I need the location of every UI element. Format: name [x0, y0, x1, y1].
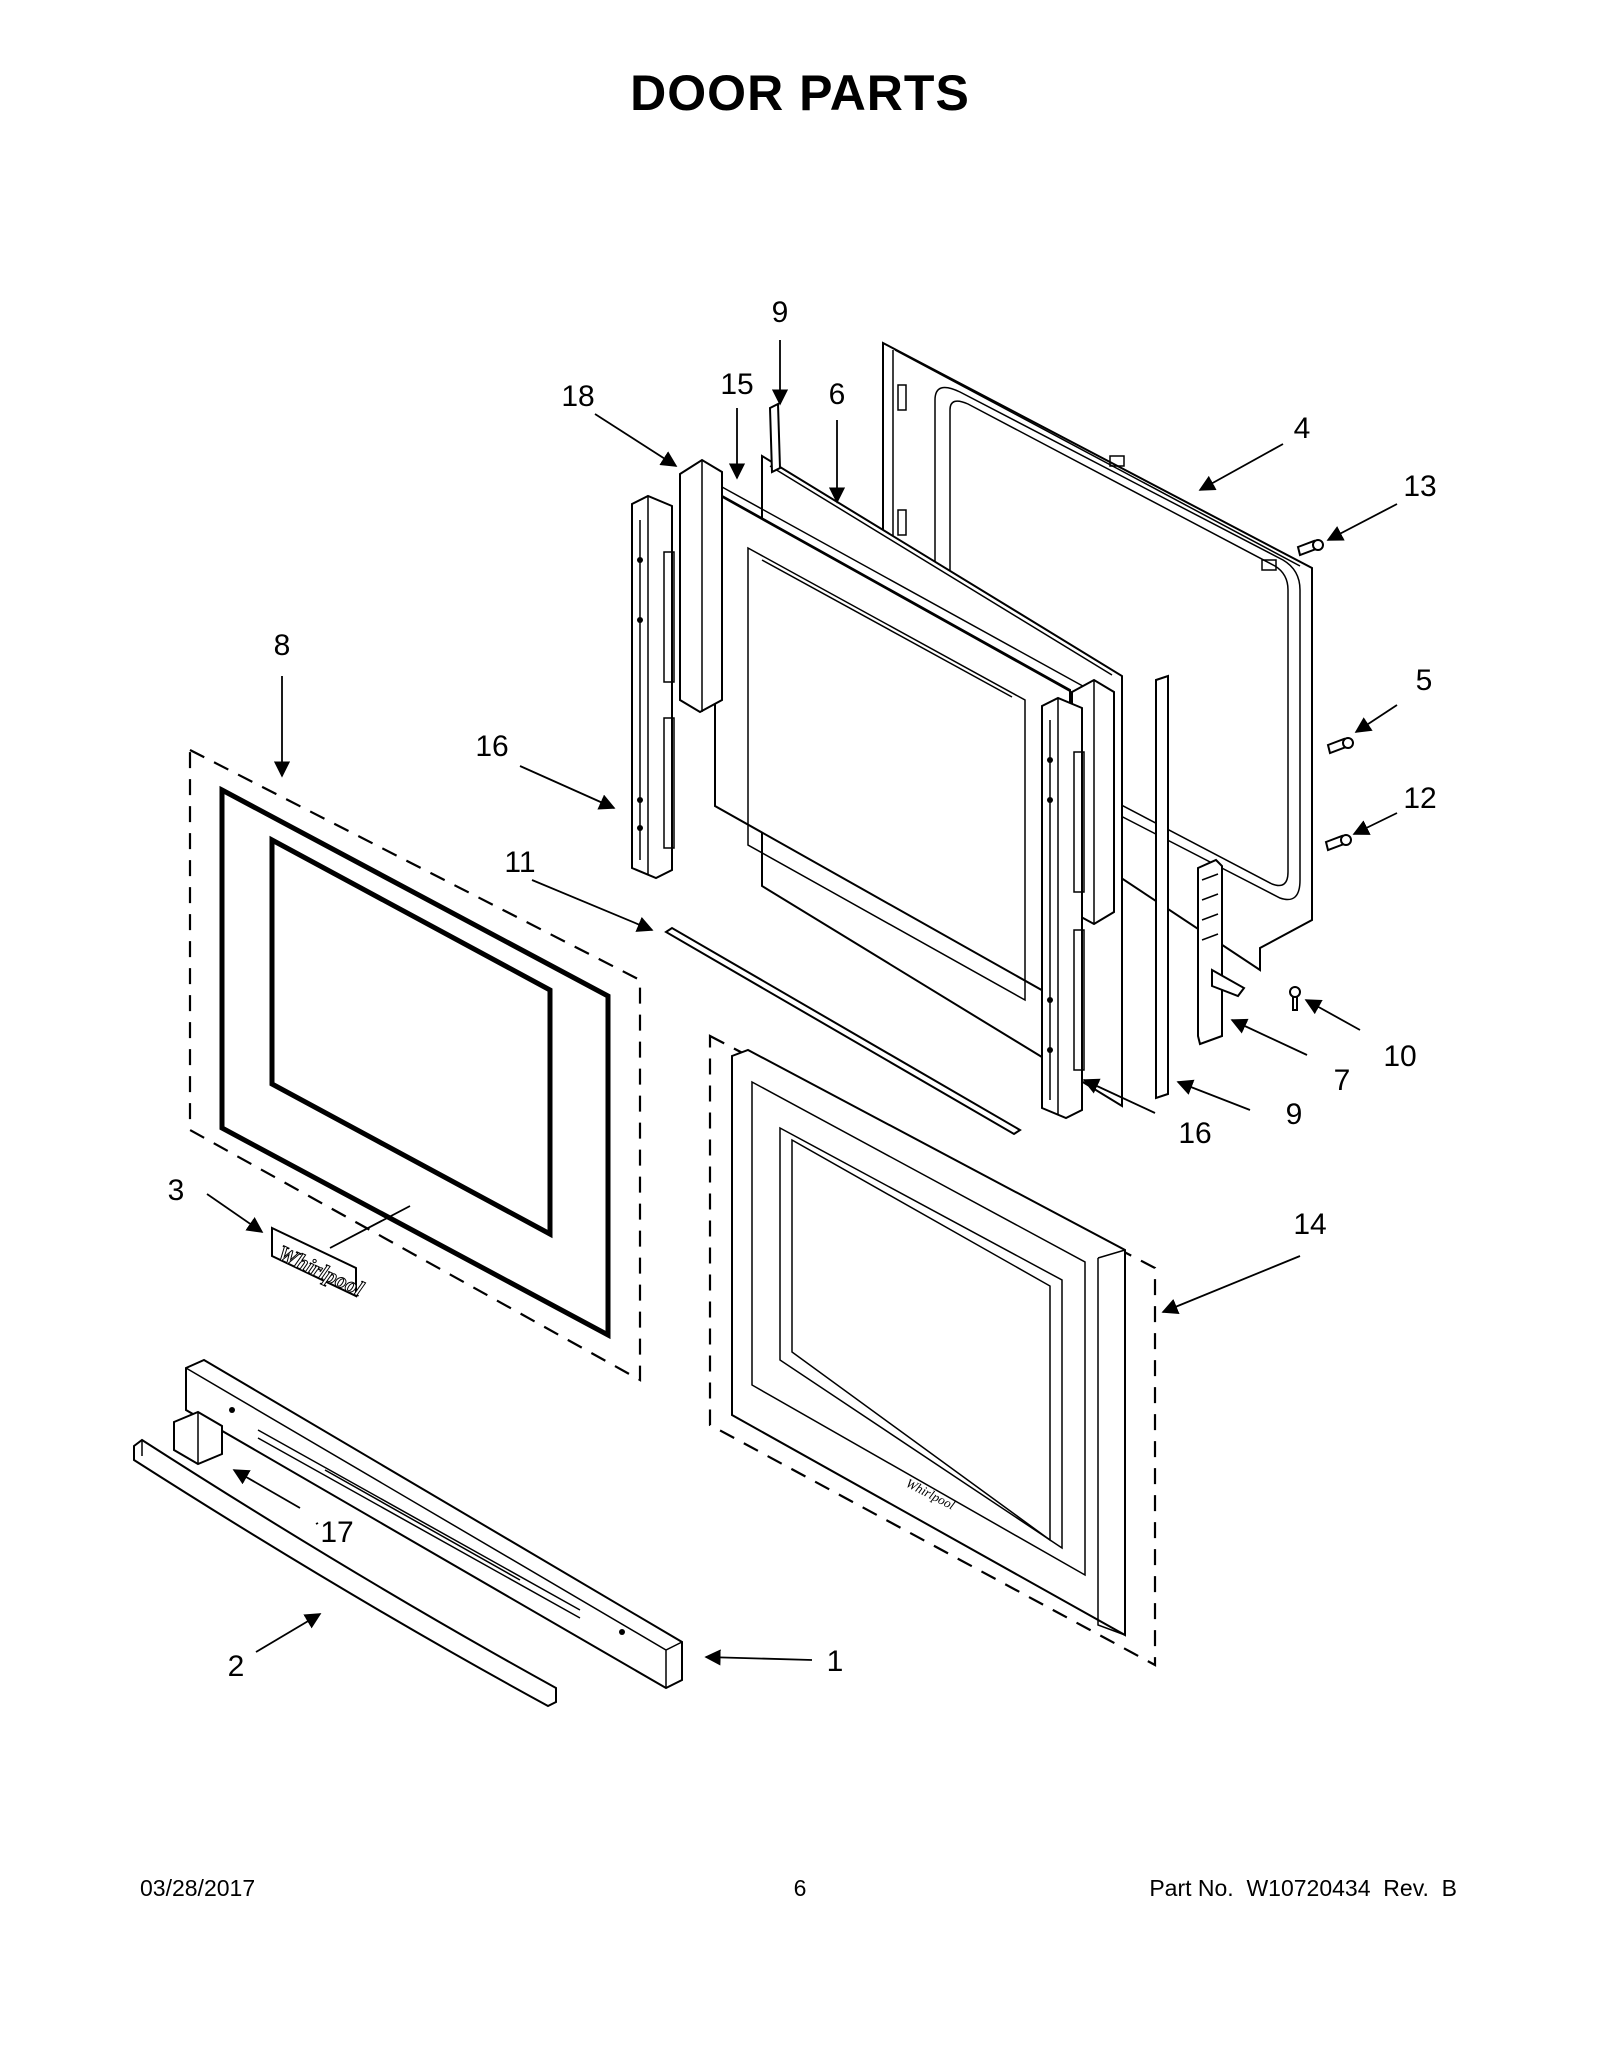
right-side-bracket [1041, 696, 1085, 1120]
callout-7: 7 [1334, 1064, 1351, 1097]
leader-lines [206, 340, 1398, 1666]
callout-17: 17 [320, 1516, 353, 1549]
callout-numbers: 18 15 9 6 4 13 5 12 10 7 9 16 16 8 11 14… [168, 296, 1437, 1683]
door-hinge [1197, 858, 1246, 1046]
footer-page-number: 6 [793, 1875, 807, 1901]
callout-16-right: 16 [1178, 1117, 1211, 1150]
bottom-trim-strip [664, 926, 1022, 1136]
callout-8: 8 [274, 629, 291, 662]
callout-9-top: 9 [772, 296, 789, 329]
outer-glass-assembly [188, 748, 642, 1382]
gasket-strip-top [768, 402, 782, 474]
handle-grip [133, 1438, 557, 1708]
callout-13: 13 [1403, 470, 1436, 503]
callout-12: 12 [1403, 782, 1436, 815]
callout-4: 4 [1294, 412, 1311, 445]
callout-3: 3 [168, 1174, 185, 1207]
callout-6: 6 [829, 378, 846, 411]
callout-11: 11 [504, 846, 535, 879]
door-frame-assembly: Whirlpool [708, 1034, 1157, 1667]
handle-bar [185, 1358, 683, 1690]
callout-2: 2 [228, 1650, 245, 1683]
handle-end-cap [173, 1410, 223, 1466]
footer-part-number: Part No. W10720434 Rev. B [1149, 1875, 1457, 1901]
screw-5 [1326, 737, 1354, 755]
callout-1: 1 [827, 1645, 844, 1678]
page-title: DOOR PARTS [630, 65, 970, 121]
callout-18: 18 [561, 380, 594, 413]
callout-5: 5 [1416, 664, 1433, 697]
screw-10 [1289, 986, 1301, 1011]
screw-13 [1296, 539, 1324, 557]
outer-door-panel [882, 341, 1313, 972]
left-side-bracket [631, 494, 675, 880]
callout-16-left: 16 [475, 730, 508, 763]
gasket-strip-right [1155, 674, 1169, 1100]
callout-15: 15 [720, 368, 753, 401]
callout-14: 14 [1293, 1208, 1326, 1241]
callout-10: 10 [1383, 1040, 1416, 1073]
footer-date: 03/28/2017 [140, 1875, 256, 1901]
whirlpool-logo: Whirlpool [271, 1226, 369, 1302]
callout-9-bottom: 9 [1286, 1098, 1303, 1131]
screw-12 [1324, 834, 1352, 852]
